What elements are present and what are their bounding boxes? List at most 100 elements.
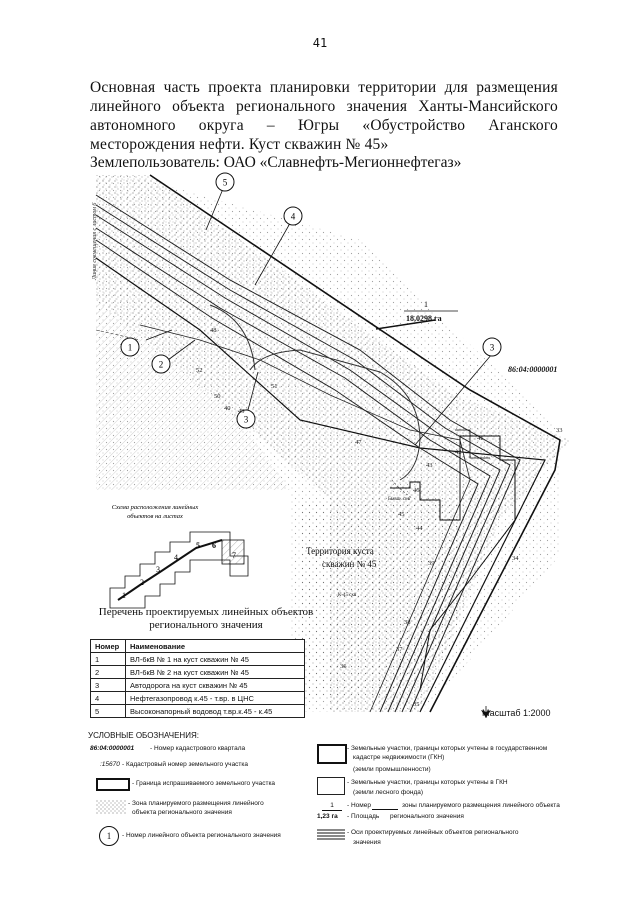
- legend-forest-swatch: [317, 777, 345, 795]
- object-marker-1: [120, 337, 140, 357]
- well-pad-area: [300, 500, 460, 700]
- legend-quarter-desc: - Номер кадастрового квартала: [150, 745, 246, 752]
- legend-industrial-swatch: [317, 744, 347, 764]
- svg-text:44: 44: [416, 525, 423, 532]
- svg-text:2: 2: [140, 578, 144, 587]
- cadastral-quarter: 86:04:0000001: [508, 365, 557, 374]
- parcel-area: 18,0298 га: [406, 314, 442, 323]
- legend-marker-desc: - Номер линейного объекта регионального …: [122, 832, 281, 839]
- legend-gkn-industrial-3: (земли промышленности): [353, 766, 431, 773]
- svg-text:5: 5: [196, 541, 200, 550]
- svg-text:50: 50: [214, 393, 221, 400]
- row-name: Нефтегазопровод к.45 - т.вр. в ЦНС: [125, 691, 305, 705]
- svg-text:47: 47: [355, 439, 362, 446]
- svg-text:35: 35: [413, 701, 420, 708]
- object-marker-4: [283, 206, 303, 226]
- legend-marker-circle: 1: [99, 826, 119, 846]
- svg-text:40: 40: [224, 405, 231, 412]
- svg-text:33: 33: [556, 427, 563, 434]
- svg-text:37: 37: [396, 646, 403, 653]
- object-marker-3a: [236, 409, 256, 429]
- legend-boundary-desc: - Граница испрашиваемого земельного учас…: [132, 780, 276, 787]
- svg-text:43: 43: [426, 462, 433, 469]
- scale-label: Масштаб 1:2000: [482, 708, 551, 718]
- object-markers: 5 4 1 2 3 3: [120, 172, 502, 446]
- legend-underline: [372, 809, 398, 810]
- header-name: Наименование: [125, 639, 305, 653]
- svg-text:4: 4: [291, 212, 296, 222]
- header-number: Номер: [90, 639, 126, 653]
- legend-zone-num-top: 1: [322, 801, 342, 811]
- legend-axes-desc-2: значения: [353, 839, 381, 846]
- legend-gkn-forest-1: - Земельные участки, границы которых учт…: [347, 779, 508, 786]
- legend-zone-num-desc-2: - Площадь: [347, 813, 380, 820]
- legend-axes-desc-1: - Оси проектируемых линейных объектов ре…: [347, 829, 519, 836]
- svg-text:6: 6: [212, 541, 216, 550]
- svg-text:42: 42: [455, 449, 462, 456]
- svg-text:39: 39: [428, 560, 435, 567]
- legend-zone-num-bottom: 1,23 га: [317, 813, 338, 820]
- objects-list-title-line2: регионального значения: [149, 619, 263, 631]
- legend-gkn-industrial-1: - Земельные участки, границы которых учт…: [347, 745, 548, 752]
- legend-zone-num-desc-2b: регионального значения: [390, 813, 464, 820]
- legend-zone-num-desc-1b: зоны планируемого размещения линейного о…: [402, 802, 560, 809]
- svg-text:1: 1: [122, 591, 126, 600]
- svg-text:3: 3: [156, 565, 160, 574]
- former-well-label: Бывш. скв: [388, 497, 411, 502]
- point-labels: 33 34 35 36 37 38 39 40 41 42 43 44 45 4…: [196, 327, 563, 708]
- svg-text:34: 34: [512, 555, 519, 562]
- svg-text:49: 49: [238, 408, 245, 415]
- svg-text:36: 36: [340, 663, 347, 670]
- svg-text:3: 3: [490, 343, 495, 353]
- table-header-row: Номер Наименование: [90, 639, 305, 653]
- well-pad-boundary: [390, 435, 516, 691]
- cluster-label-1: Территория куста: [306, 546, 374, 556]
- svg-text:48: 48: [210, 327, 217, 334]
- well-label: К-45 скв: [338, 593, 357, 598]
- svg-text:52: 52: [196, 367, 203, 374]
- objects-list-title-line1: Перечень проектируемых линейных объектов: [98, 606, 314, 618]
- row-name: ВЛ-6кВ № 1 на куст скважин № 45: [125, 652, 305, 666]
- planned-zone-lower: [96, 300, 290, 490]
- legend-zone-desc-1: - Зона планируемого размещения линейного: [128, 800, 264, 807]
- legend-title: УСЛОВНЫЕ ОБОЗНАЧЕНИЯ:: [88, 731, 199, 740]
- object-marker-5: [215, 172, 235, 192]
- svg-text:объектов на листах: объектов на листах: [127, 513, 183, 520]
- row-name: ВЛ-6кВ № 2 на куст скважин № 45: [125, 665, 305, 679]
- object-marker-3b: [482, 337, 502, 357]
- road-curve: [249, 349, 421, 481]
- svg-text:45: 45: [398, 511, 405, 518]
- svg-text:38: 38: [404, 619, 411, 626]
- objects-list-title: Перечень проектируемых линейных объектов…: [86, 606, 326, 632]
- row-number: 2: [90, 665, 126, 679]
- sheet-layout-inset: Схема расположения линейных объектов на …: [109, 504, 249, 609]
- document-title: Основная часть проекта планировки террит…: [90, 79, 558, 153]
- object-marker-2: [151, 354, 171, 374]
- legend-parcel-code: :15670: [100, 761, 120, 768]
- svg-text:5: 5: [223, 178, 228, 188]
- cluster-label-2: скважин № 45: [322, 559, 377, 569]
- svg-text:2: 2: [159, 360, 164, 370]
- svg-text:41: 41: [477, 435, 484, 442]
- svg-text:4: 4: [174, 553, 178, 562]
- page-number: 41: [312, 36, 328, 50]
- legend-gkn-forest-2: (земли лесного фонда): [353, 789, 424, 796]
- legend-axes-swatch: [317, 829, 345, 840]
- legend-zone-desc-2: объекта регионального значения: [132, 809, 232, 816]
- alignment-line-note: Линия совмещения с листом 6: [92, 203, 98, 281]
- parcel-number: 1: [424, 300, 428, 309]
- land-user: Землепользователь: ОАО «Славнефть-Мегион…: [90, 154, 462, 171]
- legend-quarter-code: 86:04:0000001: [90, 745, 135, 752]
- linear-object-axes: [95, 194, 521, 713]
- legend-zone-num-desc-1: - Номер: [347, 802, 371, 809]
- row-number: 4: [90, 691, 126, 705]
- svg-text:3: 3: [244, 415, 249, 425]
- planning-map: Линия совмещения с листом 6 86:04:000000…: [92, 172, 570, 718]
- svg-text:Схема расположения линейных: Схема расположения линейных: [112, 504, 199, 511]
- legend-zone-swatch: [96, 800, 126, 814]
